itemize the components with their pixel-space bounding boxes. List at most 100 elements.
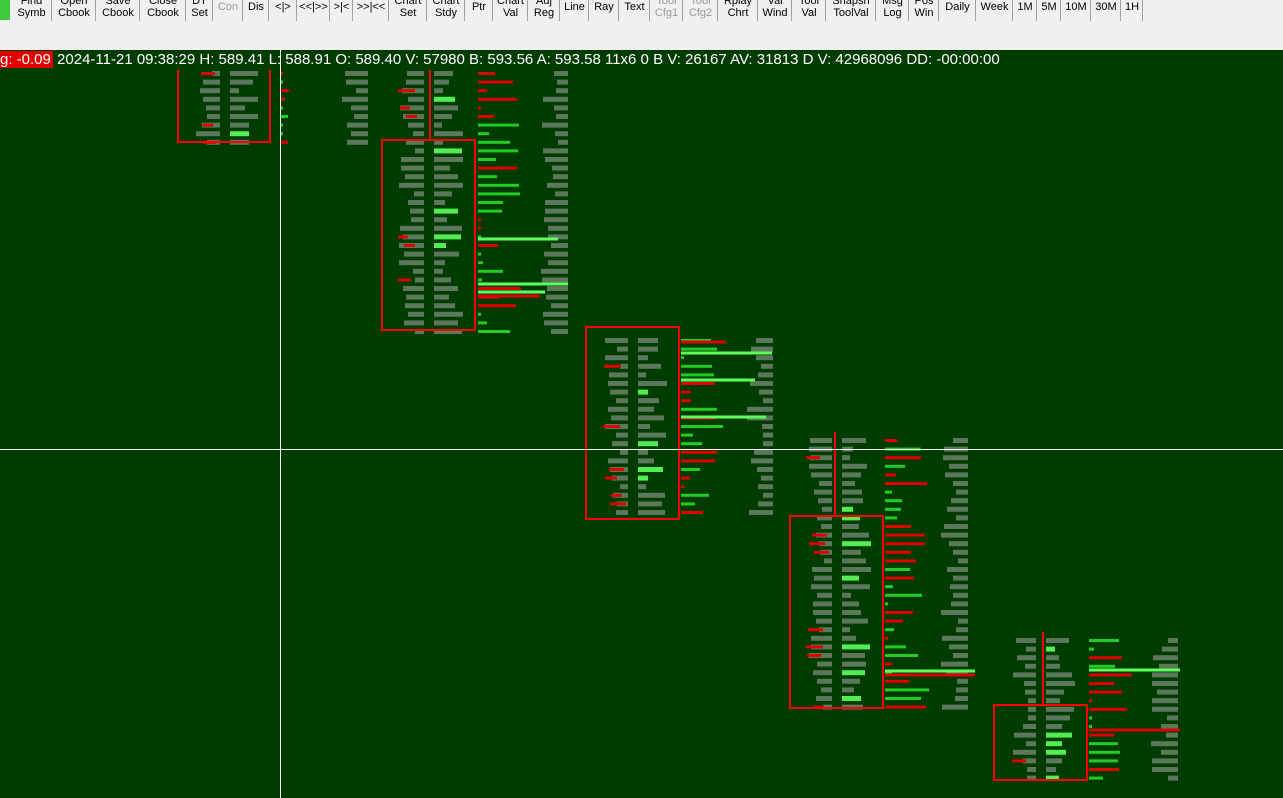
ask-volume-cell bbox=[842, 696, 861, 701]
ask-volume-cell bbox=[434, 79, 449, 85]
toolbar-button-text[interactable]: Text bbox=[620, 0, 650, 21]
volume-histogram-bar bbox=[885, 705, 926, 709]
bid-volume-cell bbox=[212, 71, 220, 76]
total-volume-cell bbox=[1153, 655, 1178, 661]
bid-volume-cell bbox=[821, 524, 832, 529]
volume-histogram-bar bbox=[478, 252, 481, 256]
ask-volume-cell bbox=[1046, 655, 1059, 661]
toolbar-button-label: Open bbox=[60, 0, 88, 7]
toolbar-button-line[interactable]: Line bbox=[561, 0, 589, 21]
total-volume-cell bbox=[941, 532, 968, 538]
bid-volume-cell bbox=[616, 398, 628, 404]
volume-histogram-bar bbox=[681, 459, 715, 463]
total-volume-cell bbox=[557, 79, 568, 85]
ask-volume-cell bbox=[434, 122, 442, 128]
bid-volume-cell bbox=[406, 294, 424, 300]
total-volume-cell bbox=[756, 355, 773, 361]
bid-volume-cell bbox=[203, 79, 220, 85]
volume-histogram-bar bbox=[885, 473, 896, 477]
ask-volume-cell bbox=[1046, 749, 1066, 755]
toolbar-button-ptr[interactable]: Ptr bbox=[466, 0, 493, 21]
bid-volume-cell bbox=[608, 406, 628, 412]
ask-volume-cell bbox=[434, 277, 451, 283]
toolbar-button-con[interactable]: Con bbox=[214, 0, 243, 21]
toolbar-button-5m[interactable]: 5M bbox=[1038, 0, 1061, 21]
value-area-box bbox=[381, 139, 476, 331]
total-volume-cell bbox=[545, 208, 568, 214]
bid-volume-cell bbox=[408, 96, 424, 102]
toolbar-button-label: Stdy bbox=[434, 7, 457, 19]
total-volume-cell bbox=[547, 286, 568, 291]
volume-histogram-bar bbox=[1089, 682, 1114, 685]
volume-histogram-bar bbox=[478, 330, 510, 333]
toolbar-button-10m[interactable]: 10M bbox=[1062, 0, 1091, 21]
ask-volume-cell bbox=[434, 88, 443, 94]
volume-histogram-bar bbox=[478, 235, 481, 239]
total-volume-cell bbox=[1152, 767, 1178, 772]
volume-histogram-bar bbox=[885, 645, 906, 649]
toolbar-button-label: Chrt bbox=[727, 7, 749, 19]
total-volume-cell bbox=[949, 644, 968, 650]
bid-volume-cell bbox=[400, 105, 424, 111]
bid-volume-cell bbox=[405, 174, 424, 180]
toolbar-button-label: <<|>> bbox=[299, 1, 328, 13]
toolbar-button-1h[interactable]: 1H bbox=[1122, 0, 1143, 21]
bid-volume-cell bbox=[415, 148, 424, 154]
imbalance-marker bbox=[611, 493, 622, 497]
ask-volume-cell bbox=[842, 635, 856, 641]
imbalance-marker bbox=[605, 476, 617, 480]
toolbar-button-label: Tool bbox=[798, 0, 820, 7]
toolbar-button-dis[interactable]: Dis bbox=[244, 0, 269, 21]
imbalance-marker bbox=[812, 533, 827, 537]
toolbar-button-30m[interactable]: 30M bbox=[1092, 0, 1121, 21]
toolbar-button-week[interactable]: Week bbox=[977, 0, 1013, 21]
toolbar-button-daily[interactable]: Daily bbox=[940, 0, 976, 21]
bid-volume-cell bbox=[620, 484, 628, 490]
toolbar-button-label: Cbook bbox=[102, 7, 134, 19]
ask-volume-cell bbox=[434, 165, 450, 171]
toolbar-button-[interactable]: >>|<< bbox=[354, 0, 389, 21]
bid-volume-cell bbox=[811, 584, 832, 590]
volume-histogram-bar bbox=[885, 525, 911, 528]
ask-volume-cell bbox=[434, 191, 452, 197]
toolbar-button-[interactable]: <|> bbox=[270, 0, 297, 21]
toolbar-button-ray[interactable]: Ray bbox=[590, 0, 619, 21]
imbalance-marker bbox=[603, 425, 620, 428]
toolbar-button-[interactable]: >|< bbox=[331, 0, 353, 21]
volume-histogram-bar bbox=[885, 490, 892, 494]
toolbar-button-1m[interactable]: 1M bbox=[1014, 0, 1037, 21]
toolbar-button-label: 30M bbox=[1095, 1, 1117, 13]
toolbar-button-label: Reg bbox=[533, 7, 555, 19]
chart-status-bar: g: -0.09 2024-11-21 09:38:29 H: 589.41 L… bbox=[0, 50, 1283, 70]
total-volume-cell bbox=[345, 71, 368, 76]
bid-volume-cell bbox=[616, 510, 628, 515]
total-volume-cell bbox=[342, 96, 368, 102]
volume-histogram-bar bbox=[478, 175, 497, 179]
ask-volume-cell bbox=[434, 234, 461, 240]
volume-histogram-bar bbox=[1089, 647, 1094, 651]
total-volume-cell bbox=[953, 481, 968, 486]
footprint-chart[interactable] bbox=[0, 70, 1283, 798]
toolbar-button-[interactable]: <<|>> bbox=[298, 0, 330, 21]
ask-volume-cell bbox=[638, 441, 658, 447]
volume-histogram-bar bbox=[478, 304, 516, 308]
price-change-value: g: -0.09 bbox=[0, 51, 53, 68]
